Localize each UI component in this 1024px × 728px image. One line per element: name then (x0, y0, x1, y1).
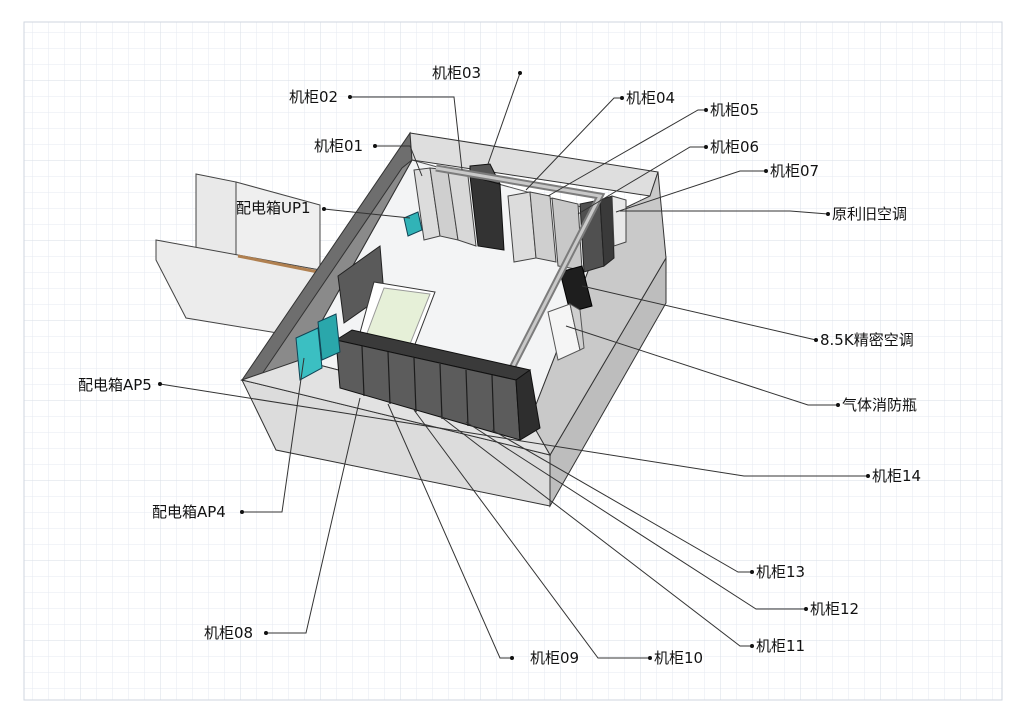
front-cabinets (334, 329, 541, 441)
label-dist-box-up1: 配电箱UP1 (236, 199, 311, 217)
label-cabinet-10: 机柜10 (654, 649, 704, 667)
label-gas-fire-bottle: 气体消防瓶 (842, 396, 918, 414)
label-old-ac: 原利旧空调 (832, 205, 908, 223)
label-cabinet-01: 机柜01 (314, 137, 364, 155)
back-cabinets-left (413, 163, 505, 251)
label-cabinet-09: 机柜09 (530, 649, 580, 667)
label-cabinet-12: 机柜12 (810, 600, 860, 618)
label-cabinet-14: 机柜14 (872, 467, 922, 485)
leader-dots (158, 71, 870, 660)
label-cabinet-06: 机柜06 (710, 138, 760, 156)
label-cabinet-04: 机柜04 (626, 89, 676, 107)
label-cabinet-08: 机柜08 (204, 624, 254, 642)
label-dist-box-ap4: 配电箱AP4 (152, 503, 226, 521)
label-cabinet-07: 机柜07 (770, 162, 820, 180)
label-cabinet-02: 机柜02 (289, 88, 339, 106)
label-precision-ac: 8.5K精密空调 (820, 331, 914, 349)
label-cabinet-13: 机柜13 (756, 563, 806, 581)
label-cabinet-03: 机柜03 (432, 64, 482, 82)
label-dist-box-ap5: 配电箱AP5 (78, 376, 152, 394)
equipment-right (547, 265, 593, 361)
label-cabinet-11: 机柜11 (756, 637, 806, 655)
leader-lines (159, 72, 868, 659)
corridor (155, 173, 321, 341)
label-cabinet-05: 机柜05 (710, 101, 760, 119)
